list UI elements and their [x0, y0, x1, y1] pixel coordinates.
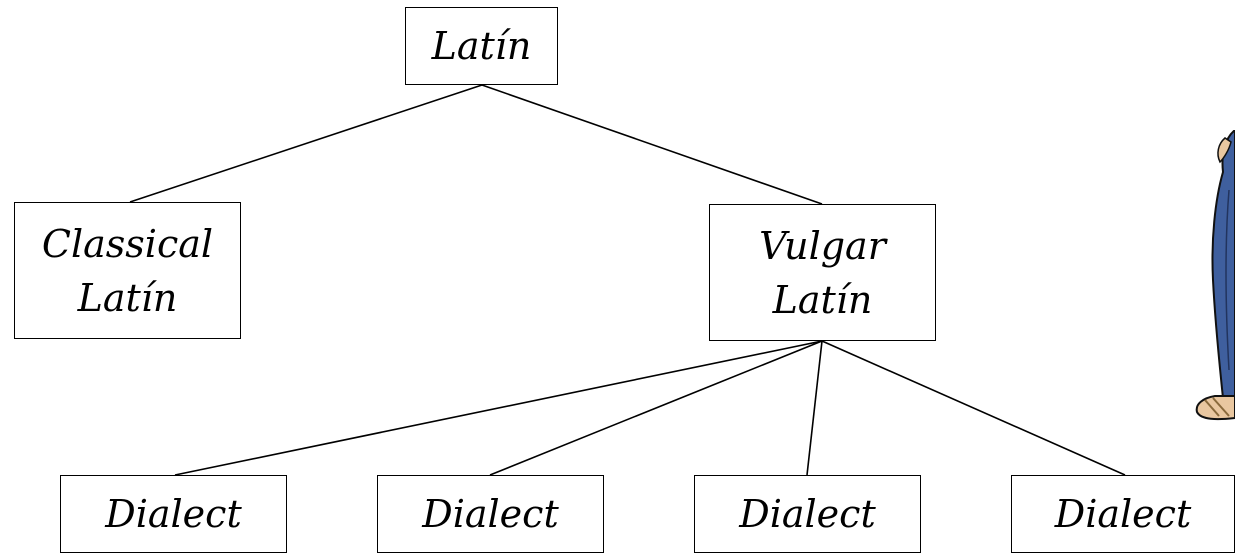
cartoon-person-icon: [1195, 130, 1235, 421]
node-dialect-1-label: Dialect: [105, 492, 242, 536]
edge-latin-classical: [129, 84, 483, 203]
node-dialect-4-label: Dialect: [1054, 492, 1192, 536]
node-dialect-3-label: Dialect: [739, 492, 876, 536]
node-classical-latin: Classical Latín: [14, 202, 241, 339]
robe-fold: [1225, 189, 1230, 371]
node-vulgar-line1: Vulgar: [759, 223, 886, 268]
node-dialect-1: Dialect: [60, 475, 287, 553]
node-classical-line2: Latín: [77, 275, 178, 320]
node-dialect-3: Dialect: [694, 475, 921, 553]
node-dialect-4: Dialect: [1011, 475, 1235, 553]
edge-latin-vulgar: [481, 84, 823, 205]
node-dialect-2-label: Dialect: [422, 492, 559, 536]
node-vulgar-line2: Latín: [772, 277, 873, 322]
node-vulgar-latin: Vulgar Latín: [709, 204, 936, 341]
robe-shape: [1211, 130, 1235, 404]
edge-vulgar-dialect3: [806, 340, 823, 476]
node-vulgar-latin-label: Vulgar Latín: [759, 219, 886, 327]
node-latin-label: Latín: [431, 24, 532, 68]
edge-vulgar-dialect2: [489, 340, 823, 476]
node-dialect-2: Dialect: [377, 475, 604, 553]
node-classical-line1: Classical: [41, 221, 214, 266]
edge-vulgar-dialect4: [821, 340, 1126, 476]
sandal-strap: [1204, 397, 1230, 417]
hand-shape: [1217, 137, 1232, 164]
edge-vulgar-dialect1: [174, 340, 823, 476]
node-classical-latin-label: Classical Latín: [42, 217, 213, 325]
node-latin: Latín: [405, 7, 558, 85]
